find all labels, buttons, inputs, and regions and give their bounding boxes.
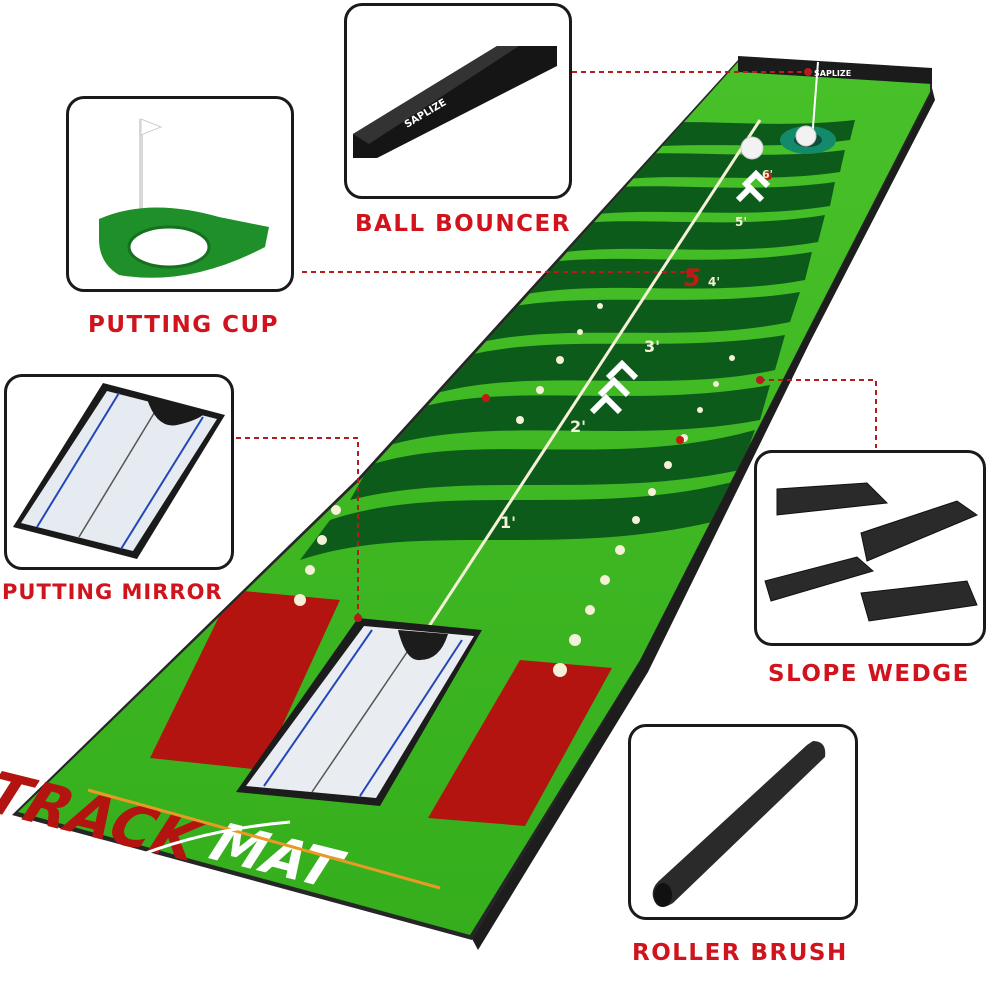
putting-mirror-panel (4, 374, 234, 570)
roller-brush-panel (628, 724, 858, 920)
ball-bouncer-panel: SAPLIZE (344, 3, 572, 199)
slope-wedge-panel (754, 450, 986, 646)
golf-ball (740, 136, 764, 160)
connector-lines (236, 71, 877, 618)
ball-bouncer-image: SAPLIZE (353, 46, 557, 158)
putting-mirror-image (13, 383, 225, 559)
putting-mirror-label: PUTTING MIRROR (2, 580, 223, 604)
ball-bouncer-label: BALL BOUNCER (355, 211, 571, 237)
right-target-zone (428, 660, 612, 826)
center-line (418, 119, 762, 641)
mat-putting-mirror (236, 618, 482, 806)
roller-brush-image (652, 741, 826, 907)
putting-cup-label: PUTTING CUP (88, 312, 280, 338)
chevrons (589, 169, 771, 415)
distance-mark-2: 2' (570, 417, 586, 436)
mat-ball-bouncer (738, 56, 932, 84)
mat-brand: SAPLIZE (814, 69, 851, 78)
distance-mark-4: 4' (708, 275, 720, 289)
putting-cup-panel (66, 96, 294, 292)
distance-mark-6: 6' (762, 168, 773, 181)
slope-wedge-image (764, 482, 979, 622)
distance-mark-3: 3' (644, 337, 660, 356)
distance-mark-5: 5' (735, 215, 747, 229)
distance-mark-1: 1' (500, 513, 516, 532)
roller-brush-label: ROLLER BRUSH (632, 940, 848, 966)
golf-ball (795, 125, 817, 147)
left-target-zone (150, 590, 340, 770)
hole-number: 5 (684, 264, 701, 292)
slope-wedge-label: SLOPE WEDGE (768, 661, 970, 687)
putting-cup-image (99, 118, 269, 278)
